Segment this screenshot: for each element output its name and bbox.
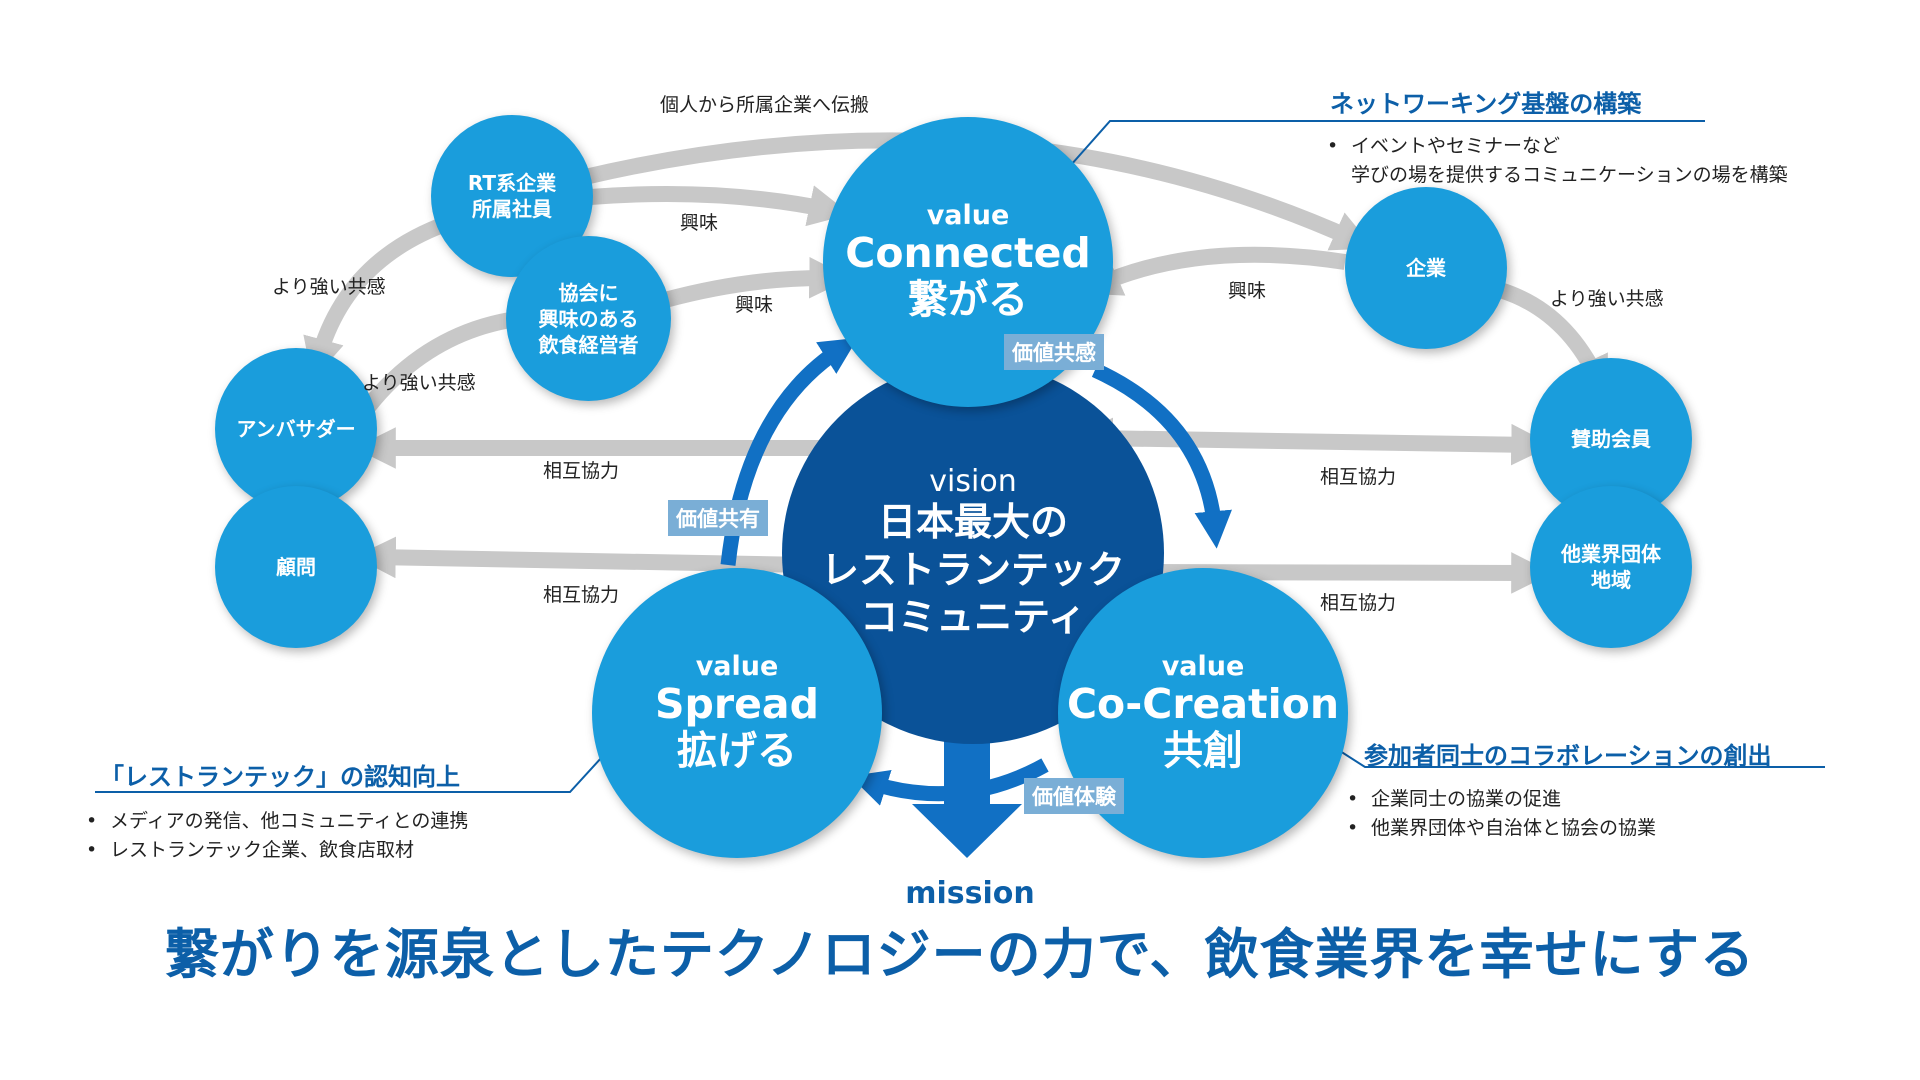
arrow-mutual-sponsor xyxy=(1071,417,1553,466)
label-mutual-1: 相互協力 xyxy=(543,460,620,482)
node-ambassador: アンバサダー xyxy=(215,348,377,510)
node-ambassador-label: アンバサダー xyxy=(236,417,356,441)
value-spread-jp: 拡げる xyxy=(677,728,797,775)
arrow-mutual-advisor xyxy=(354,536,829,586)
callout-awareness-bullets: メディアの発信、他コミュニティとの連携 レストランテック企業、飲食店取材 xyxy=(84,807,468,866)
label-interest-1: 興味 xyxy=(680,212,719,234)
callout-collaboration-bullets: 企業同士の協業の促進 他業界団体や自治体と協会の協業 xyxy=(1345,785,1656,844)
node-rt-employee-label: RT系企業 所属社員 xyxy=(467,171,557,221)
value-spread-sub: value xyxy=(695,650,779,682)
value-connected-jp: 繋がる xyxy=(908,277,1028,324)
callout-awareness-bullet: レストランテック企業、飲食店取材 xyxy=(84,836,468,866)
node-advisor-label: 顧問 xyxy=(276,555,316,579)
label-mutual-4: 相互協力 xyxy=(1320,592,1397,614)
value-connected-sub: value xyxy=(926,199,1010,231)
callout-networking-heading: ネットワーキング基盤の構築 xyxy=(1330,90,1642,118)
badge-value-share: 価値共有 xyxy=(668,500,768,536)
mission-statement: 繋がりを源泉としたテクノロジーの力で、飲食業界を幸せにする xyxy=(164,923,1756,986)
label-stronger-left-2: より強い共感 xyxy=(362,372,476,394)
arrow-company-to-connected xyxy=(1078,246,1347,296)
value-cocreation-sub: value xyxy=(1161,650,1245,682)
node-other-industry: 他業界団体 地域 xyxy=(1530,486,1692,648)
node-advisor: 顧問 xyxy=(215,486,377,648)
node-assoc-interest: 協会に 興味のある 飲食経営者 xyxy=(506,236,671,401)
callout-networking-bullets: イベントやセミナーなど 学びの場を提供するコミュニケーションの場を構築 xyxy=(1325,132,1788,191)
node-company: 企業 xyxy=(1345,187,1507,349)
value-cocreation-circle: value Co-Creation 共創 xyxy=(1058,568,1348,858)
leader-awareness xyxy=(95,744,614,793)
node-sponsor-label: 賛助会員 xyxy=(1571,427,1651,451)
badge-value-empathy: 価値共感 xyxy=(1004,334,1104,370)
node-assoc-interest-label: 協会に 興味のある 飲食経営者 xyxy=(538,280,639,357)
node-other-industry-label: 他業界団体 地域 xyxy=(1561,542,1661,592)
vision-title: 日本最大の レストランテック コミュニティ xyxy=(820,500,1125,639)
arrow-assoc-to-connected xyxy=(662,256,851,308)
arrow-empathy xyxy=(1091,363,1232,549)
vision-sub: vision xyxy=(929,463,1017,499)
value-connected-name: Connected xyxy=(845,229,1091,278)
label-mutual-3: 相互協力 xyxy=(1320,466,1397,488)
badge-value-experience: 価値体験 xyxy=(1024,778,1124,814)
callout-awareness-bullet: メディアの発信、他コミュニティとの連携 xyxy=(84,807,468,837)
arrow-rt-to-connected xyxy=(589,185,851,227)
callout-collaboration-bullet: 他業界団体や自治体と協会の協業 xyxy=(1345,814,1656,844)
label-interest-2: 興味 xyxy=(735,294,774,316)
label-stronger-left-1: より強い共感 xyxy=(272,276,386,298)
label-interest-3: 興味 xyxy=(1228,280,1267,302)
mission-sub: mission xyxy=(905,876,1035,911)
label-stronger-right: より強い共感 xyxy=(1550,288,1664,310)
value-spread-circle: value Spread 拡げる xyxy=(592,568,882,858)
callout-collaboration-bullet: 企業同士の協業の促進 xyxy=(1345,785,1656,815)
node-company-label: 企業 xyxy=(1406,256,1446,280)
callout-networking-bullet: イベントやセミナーなど 学びの場を提供するコミュニケーションの場を構築 xyxy=(1325,132,1788,191)
label-mutual-2: 相互協力 xyxy=(543,584,620,606)
callout-awareness-heading: 「レストランテック」の認知向上 xyxy=(100,763,460,791)
arrow-rt-to-ambassador xyxy=(303,215,451,381)
value-cocreation-jp: 共創 xyxy=(1163,728,1243,775)
value-spread-name: Spread xyxy=(655,680,819,729)
label-personal-to-company: 個人から所属企業へ伝搬 xyxy=(660,94,870,116)
value-cocreation-name: Co-Creation xyxy=(1066,680,1340,729)
callout-collaboration-heading: 参加者同士のコラボレーションの創出 xyxy=(1364,742,1772,770)
